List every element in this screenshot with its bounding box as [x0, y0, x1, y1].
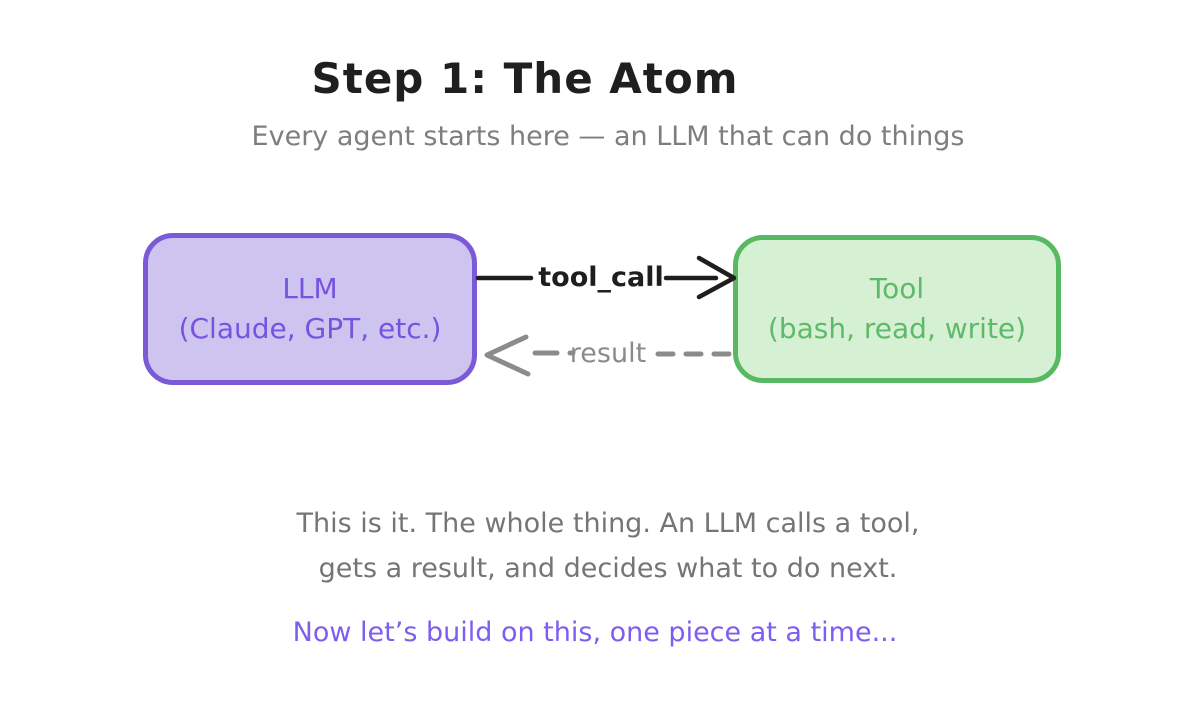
- page-subtitle: Every agent starts here — an LLM that ca…: [251, 121, 965, 152]
- result-arrowhead-icon: [484, 334, 531, 377]
- tool-node-subtitle: (bash, read, write): [767, 312, 1027, 345]
- cta-text: Now let’s build on this, one piece at a …: [292, 617, 898, 648]
- body-line-2: gets a result, and decides what to do ne…: [318, 553, 898, 584]
- body-line-1: This is it. The whole thing. An LLM call…: [296, 508, 920, 539]
- tool-node: Tool (bash, read, write): [733, 235, 1061, 383]
- page-title: Step 1: The Atom: [311, 54, 739, 103]
- tool-node-title: Tool: [869, 272, 925, 305]
- tool-call-label: tool_call: [538, 262, 664, 293]
- result-label: result: [569, 338, 647, 369]
- llm-node-title: LLM: [282, 272, 338, 305]
- tool-call-arrowhead-icon: [696, 255, 737, 300]
- body-text: This is it. The whole thing. An LLM call…: [8, 501, 1200, 591]
- llm-node: LLM (Claude, GPT, etc.): [143, 233, 477, 385]
- llm-node-subtitle: (Claude, GPT, etc.): [178, 312, 442, 345]
